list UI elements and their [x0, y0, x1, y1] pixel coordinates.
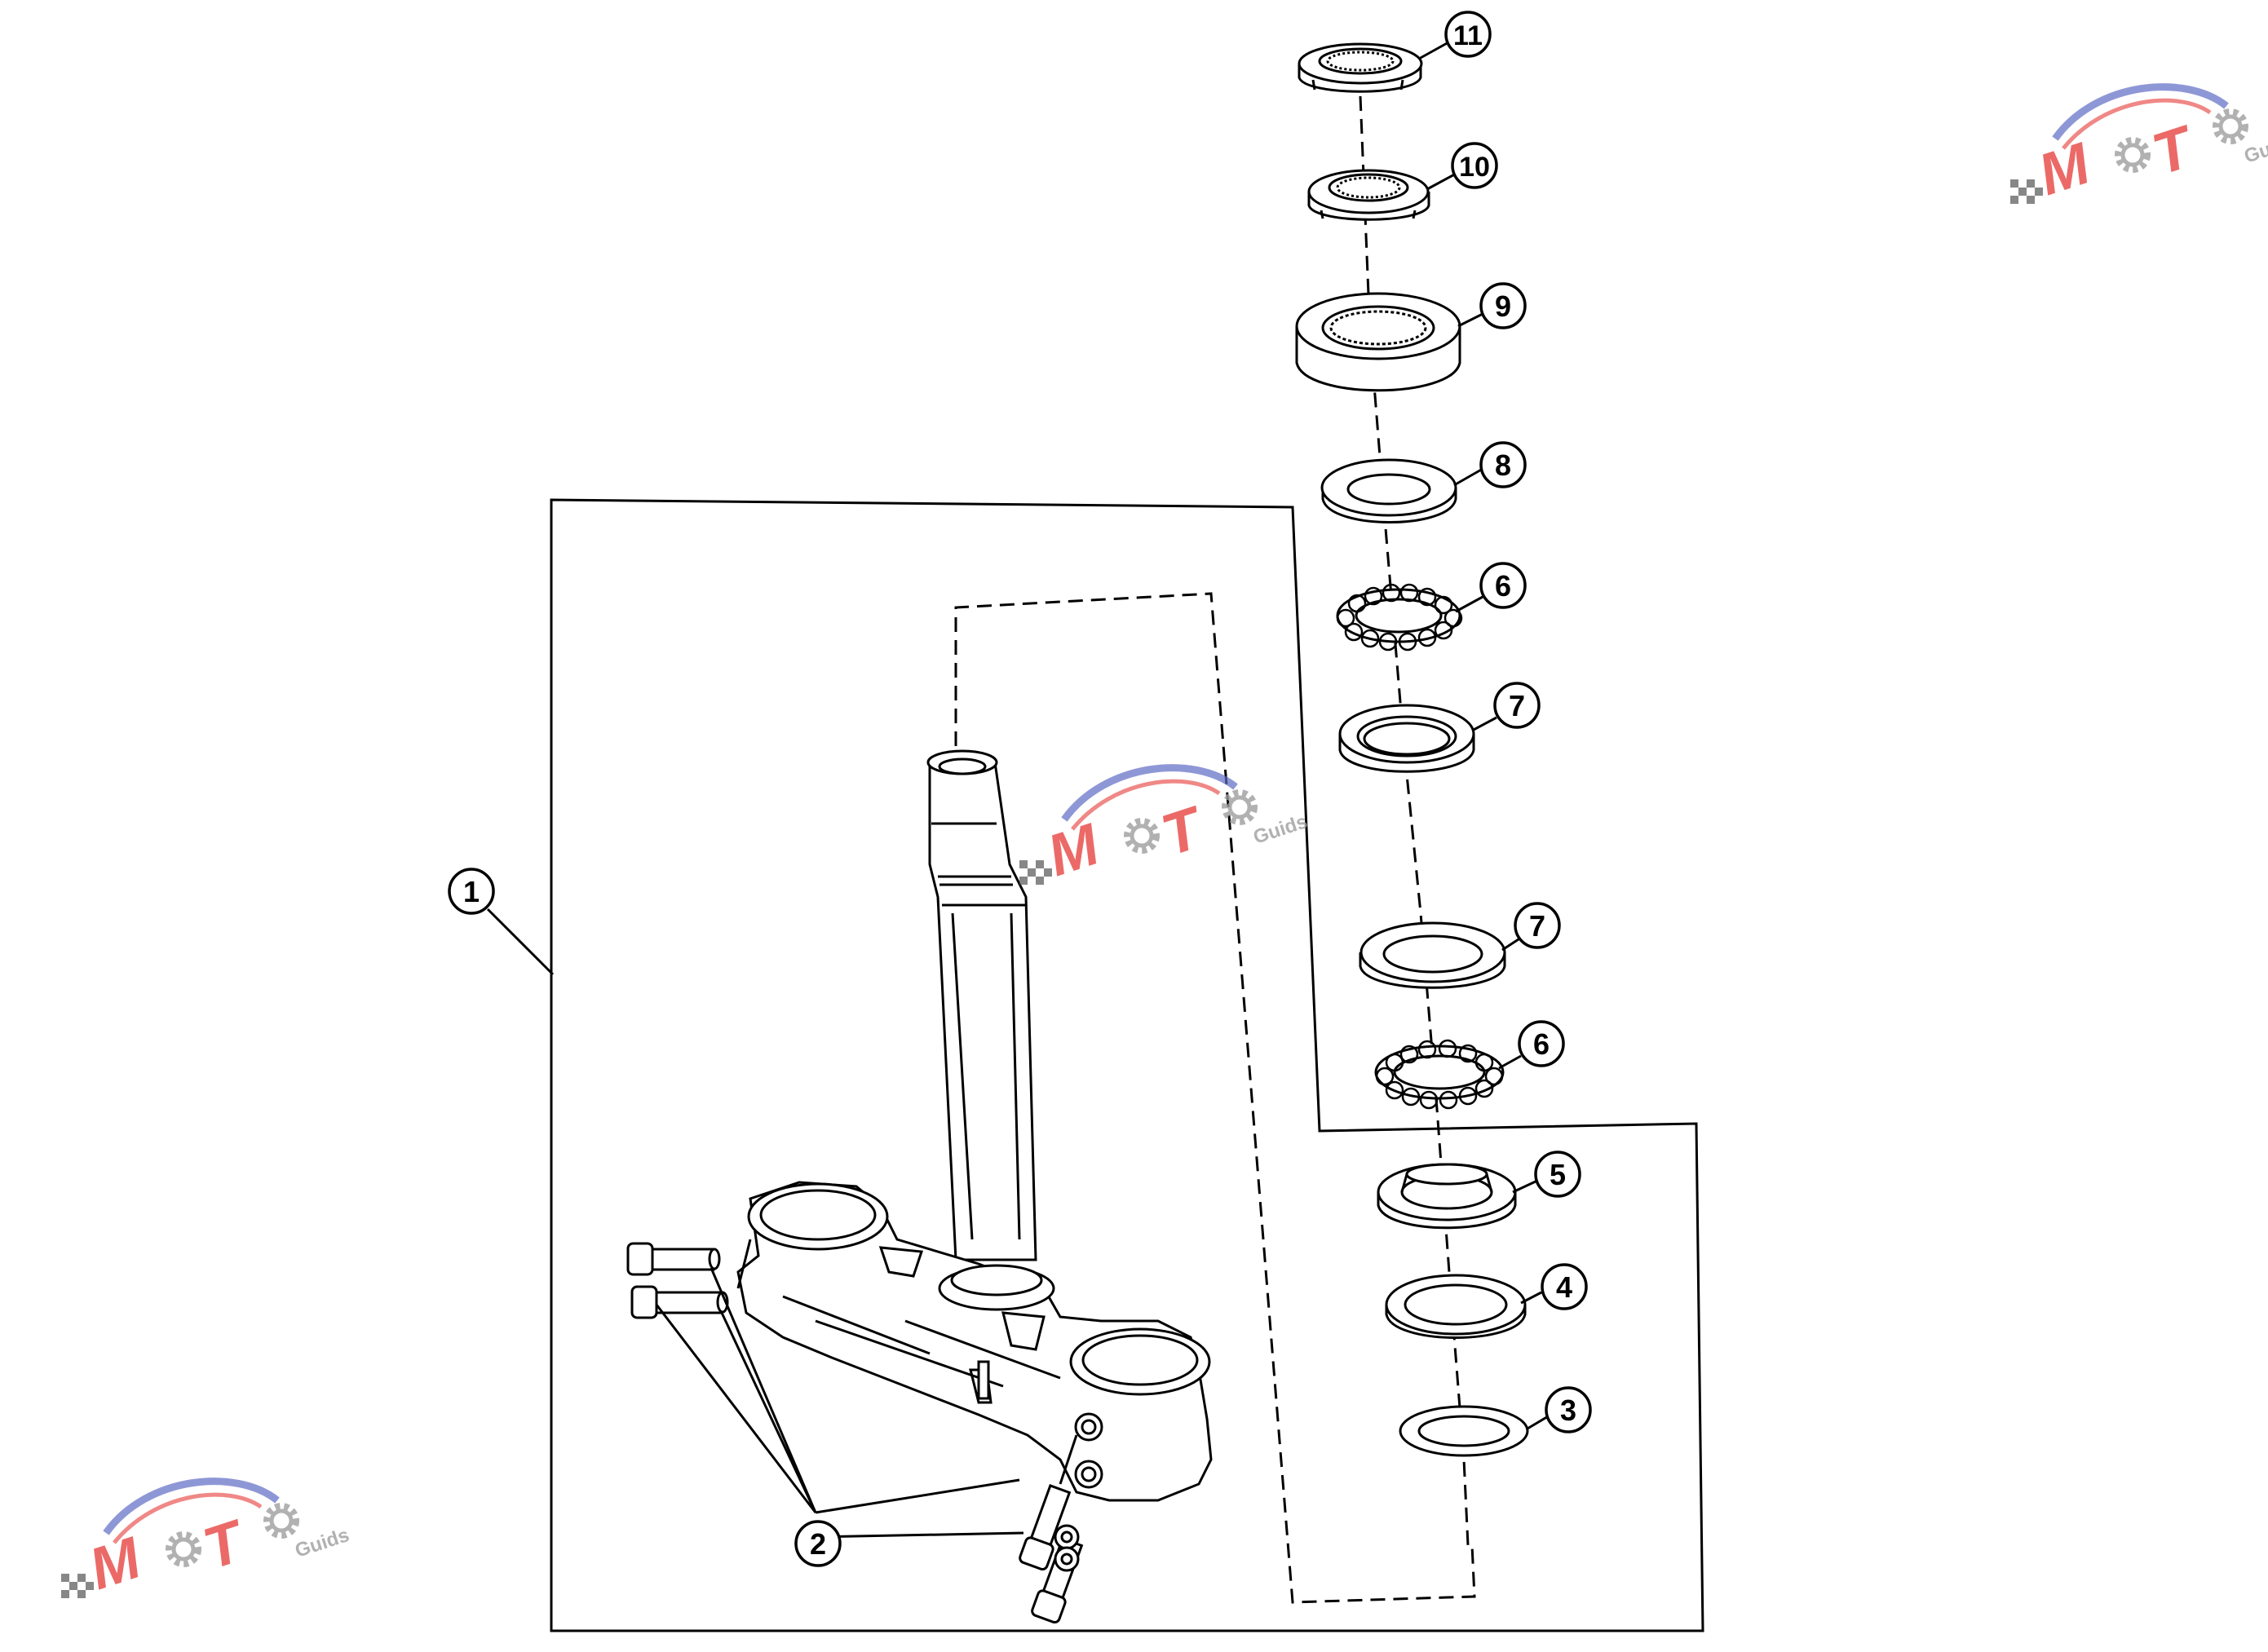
part-4-seal-ring [1385, 1274, 1527, 1339]
watermark-logo-bottom-left [61, 1482, 352, 1603]
callout-8: 8 [1479, 441, 1527, 488]
watermark-logo-top-right [2010, 87, 2268, 209]
part-3-shim-washer [1399, 1405, 1529, 1457]
callout-label: 10 [1459, 152, 1490, 183]
callout-5: 5 [1534, 1151, 1581, 1198]
callout-label: 11 [1453, 20, 1483, 51]
callout-label: 3 [1560, 1394, 1576, 1427]
callout-1: 1 [448, 868, 495, 915]
part-5-inner-race [1377, 1163, 1517, 1230]
callout-10: 10 [1451, 142, 1498, 189]
clamp-bolts [626, 1242, 1084, 1624]
callout-label: 5 [1550, 1158, 1566, 1191]
part-10-nut [1307, 169, 1430, 221]
callout-label: 4 [1556, 1270, 1572, 1304]
watermark-logo-center [1019, 768, 1311, 890]
callout-label: 7 [1509, 689, 1525, 722]
callout-label: 1 [463, 875, 480, 908]
callout-label: 9 [1495, 289, 1511, 323]
part-6-upper-ball-race [1336, 583, 1463, 652]
callout-3: 3 [1545, 1386, 1592, 1433]
callout-9: 9 [1479, 282, 1527, 329]
callout-2: 2 [794, 1520, 842, 1567]
steering-stem [926, 749, 1037, 1261]
part-9-dust-seal [1295, 292, 1461, 392]
part-7-upper-bearing-cup [1338, 704, 1475, 773]
callout-11: 11 [1444, 11, 1492, 58]
callout-label: 8 [1495, 448, 1511, 482]
part-8-washer [1320, 458, 1457, 523]
callout-6-upper: 6 [1479, 562, 1527, 609]
stem-dashed-path [954, 592, 1476, 1604]
callout-7-upper: 7 [1493, 682, 1541, 729]
callout-6-lower: 6 [1518, 1020, 1565, 1067]
callout-7-lower: 7 [1514, 902, 1561, 949]
callout-label: 7 [1529, 909, 1545, 943]
callout-label: 6 [1495, 569, 1511, 603]
callout-4: 4 [1541, 1263, 1588, 1310]
triple-clamp [736, 1181, 1213, 1502]
callout-leaders [486, 41, 1558, 1539]
part-7-lower-bearing-cup [1359, 921, 1506, 989]
callout-label: 6 [1533, 1027, 1550, 1061]
assembly-outline [550, 498, 1704, 1632]
part-6-lower-ball-race [1374, 1039, 1505, 1110]
callout-label: 2 [810, 1527, 826, 1561]
part-11-locknut [1298, 42, 1423, 93]
